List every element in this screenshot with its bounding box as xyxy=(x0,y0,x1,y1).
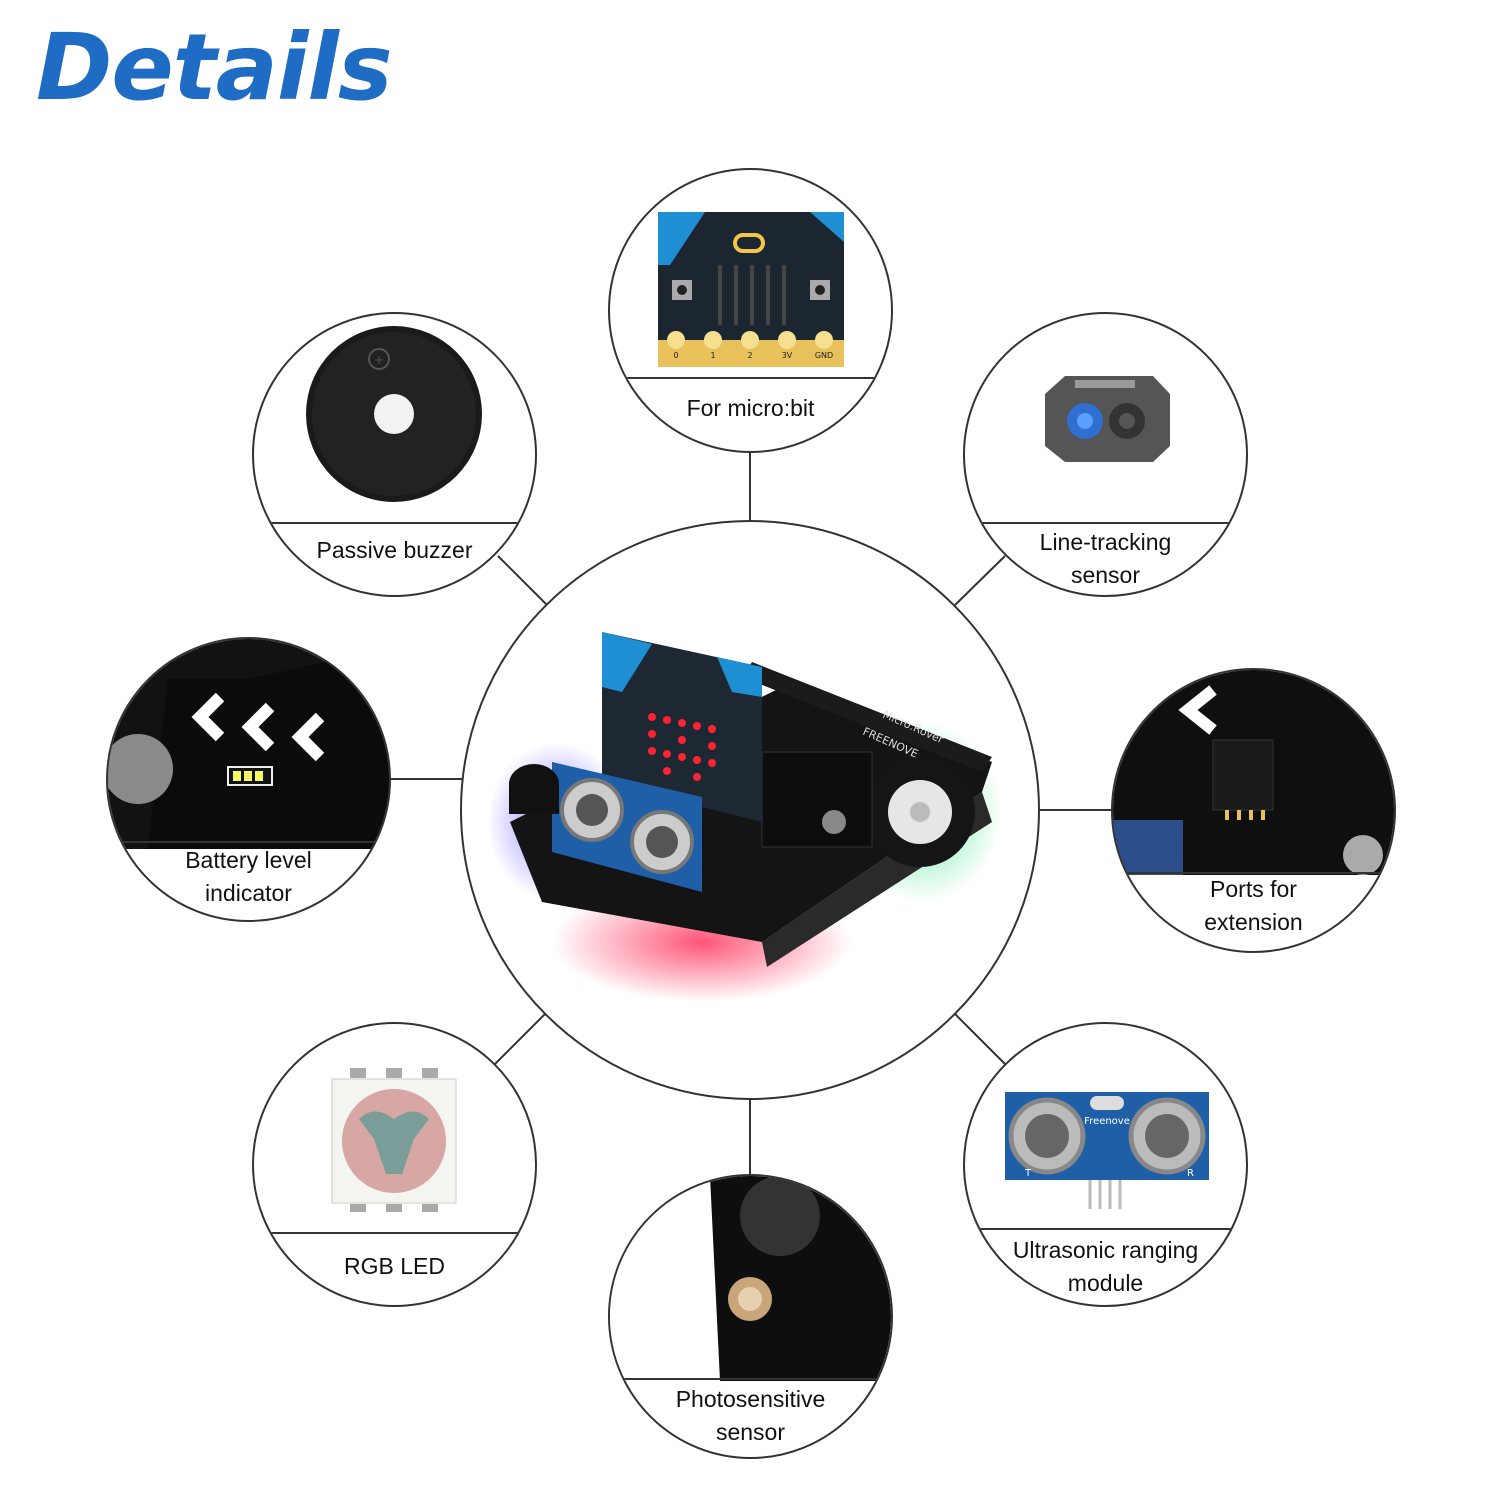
feature-ports: Ports for extension xyxy=(1111,668,1396,953)
feature-ultrasonic: Freenove T R Ultrasonic ranging module xyxy=(963,1022,1248,1307)
divider xyxy=(965,522,1246,524)
ports-image xyxy=(1113,670,1394,875)
photosensitive-image xyxy=(610,1176,891,1381)
svg-text:+: + xyxy=(374,353,384,367)
page-title: Details xyxy=(36,14,393,121)
feature-microbit: 0 1 2 3V GND For micro:bit xyxy=(608,168,893,453)
pin-label: GND xyxy=(815,351,833,360)
divider xyxy=(254,522,535,524)
robot-car-hub: Micro:Rover FREENOVE xyxy=(460,520,1040,1100)
pin-label: 2 xyxy=(747,351,752,360)
ultrasonic-image: Freenove T R xyxy=(1005,1092,1209,1209)
divider xyxy=(610,1378,891,1380)
feature-label: For micro:bit xyxy=(686,395,815,421)
feature-label: Photosensitive sensor xyxy=(675,1386,826,1445)
feature-label: RGB LED xyxy=(344,1253,445,1279)
module-text: R xyxy=(1187,1168,1194,1179)
feature-label: Ultrasonic ranging module xyxy=(1012,1237,1199,1296)
feature-line-tracking: Line-tracking sensor xyxy=(963,312,1248,597)
feature-rgb-led: RGB LED xyxy=(252,1022,537,1307)
module-text: T xyxy=(1024,1168,1032,1179)
feature-photosensitive: Photosensitive sensor xyxy=(608,1174,893,1459)
feature-label: Battery level indicator xyxy=(185,847,312,906)
divider xyxy=(254,1232,535,1234)
pin-label: 1 xyxy=(710,351,715,360)
feature-buzzer: + Passive buzzer xyxy=(252,312,537,597)
buzzer-image: + xyxy=(306,326,482,502)
pin-label: 0 xyxy=(673,351,678,360)
divider xyxy=(610,377,891,379)
pin-label: 3V xyxy=(782,351,793,360)
divider xyxy=(108,841,389,843)
rgb-led-image xyxy=(331,1068,457,1212)
feature-label: Ports for extension xyxy=(1204,876,1303,935)
feature-battery-indicator: Battery level indicator xyxy=(106,637,391,922)
divider xyxy=(1113,872,1394,874)
module-text: Freenove xyxy=(1084,1116,1130,1127)
robot-car-image: Micro:Rover FREENOVE xyxy=(487,632,1002,1002)
feature-label: Line-tracking sensor xyxy=(1039,529,1172,588)
divider xyxy=(965,1228,1246,1230)
line-sensor-image xyxy=(1045,376,1170,462)
microbit-image: 0 1 2 3V GND xyxy=(658,212,844,367)
feature-label: Passive buzzer xyxy=(316,537,473,563)
battery-indicator-image xyxy=(108,639,389,849)
